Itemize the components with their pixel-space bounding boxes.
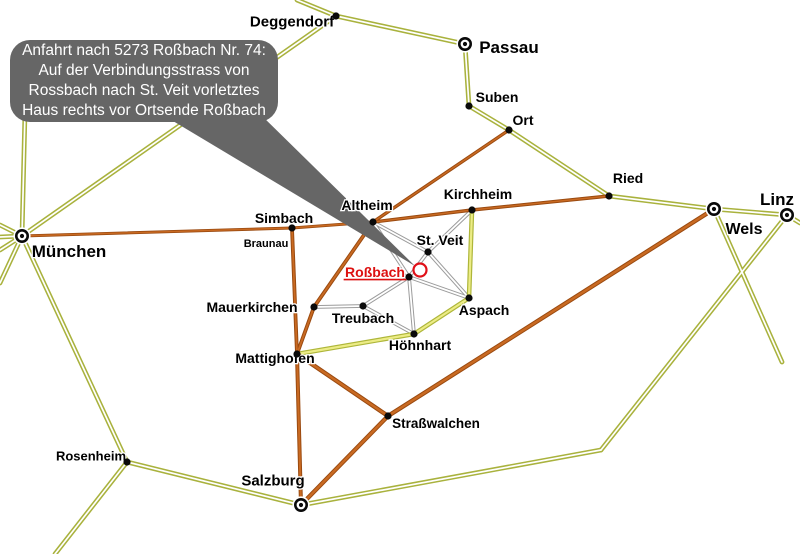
road xyxy=(54,461,128,554)
road xyxy=(468,105,510,131)
road xyxy=(372,129,510,223)
callout-directions: Anfahrt nach 5273 Roßbach Nr. 74: Auf de… xyxy=(10,40,278,122)
town-label-linz: Linz xyxy=(760,190,794,209)
road xyxy=(713,208,783,363)
road xyxy=(21,111,26,237)
town-label-st-veit: St. Veit xyxy=(417,232,464,248)
town-marker-suben xyxy=(465,102,473,110)
road xyxy=(386,207,716,418)
destination-highlight-circle xyxy=(412,262,428,278)
town-marker-kirchheim xyxy=(468,206,476,214)
town-marker-h-hnhart xyxy=(410,330,418,338)
road xyxy=(608,195,715,210)
town-label-suben: Suben xyxy=(476,89,519,105)
town-marker-aspach xyxy=(465,294,473,302)
road xyxy=(427,209,473,253)
town-marker-simbach xyxy=(288,224,296,232)
town-marker-treubach xyxy=(359,302,367,310)
callout-line-2: Auf der Verbindungsstrass von xyxy=(38,62,250,79)
road xyxy=(21,227,293,237)
town-marker-ro-bach xyxy=(405,273,413,281)
road xyxy=(21,235,128,463)
town-label-salzburg: Salzburg xyxy=(241,472,304,489)
road xyxy=(362,305,415,335)
town-label-simbach: Simbach xyxy=(255,210,313,226)
town-label-wels: Wels xyxy=(725,221,762,238)
town-label-rosenheim: Rosenheim xyxy=(56,449,126,464)
town-label-stra-walchen: Straßwalchen xyxy=(392,416,480,431)
town-label-mattighofen: Mattighofen xyxy=(235,350,314,366)
road xyxy=(372,209,473,223)
road xyxy=(362,276,410,307)
road xyxy=(300,449,602,506)
road xyxy=(412,296,471,336)
town-label-kirchheim: Kirchheim xyxy=(444,186,512,202)
town-marker-altheim xyxy=(369,218,377,226)
road xyxy=(0,235,23,284)
town-label-braunau: Braunau xyxy=(244,238,289,250)
callout-line-3: Rossbach nach St. Veit vorletztes xyxy=(28,82,260,99)
town-label-deggendorf: Deggendorf xyxy=(250,13,335,30)
road xyxy=(508,129,610,197)
callout-tail xyxy=(168,112,415,266)
town-label-h-hnhart: Höhnhart xyxy=(389,337,452,353)
road xyxy=(335,15,466,45)
town-marker-mattighofen xyxy=(293,350,301,358)
road xyxy=(408,276,415,335)
road xyxy=(408,276,470,299)
road xyxy=(467,208,474,300)
road xyxy=(471,195,610,211)
town-label-m-nchen: München xyxy=(32,242,107,261)
town-label-ro-bach: Roßbach xyxy=(345,264,405,280)
road xyxy=(295,332,416,356)
callout-line-1: Anfahrt nach 5273 Roßbach Nr. 74: xyxy=(22,42,266,59)
road xyxy=(313,221,374,308)
town-label-passau: Passau xyxy=(479,38,539,57)
road xyxy=(126,461,302,506)
town-marker-ort xyxy=(505,126,513,134)
town-marker-rosenheim xyxy=(123,458,131,466)
road xyxy=(296,353,302,506)
town-label-ort: Ort xyxy=(513,112,534,128)
town-marker-m-nchen xyxy=(19,233,25,239)
road xyxy=(464,43,470,107)
road xyxy=(291,227,298,355)
town-label-altheim: Altheim xyxy=(341,197,392,213)
town-marker-deggendorf xyxy=(332,12,340,20)
town-marker-linz xyxy=(784,212,790,218)
town-label-aspach: Aspach xyxy=(459,302,510,318)
town-marker-salzburg xyxy=(298,502,304,508)
town-marker-ried xyxy=(605,192,613,200)
road xyxy=(427,251,470,299)
town-label-mauerkirchen: Mauerkirchen xyxy=(206,299,297,315)
road xyxy=(313,305,364,308)
road xyxy=(600,214,788,451)
town-marker-mauerkirchen xyxy=(310,303,318,311)
town-label-ried: Ried xyxy=(613,170,643,186)
callout-line-4: Haus rechts vor Ortsende Roßbach xyxy=(22,102,266,119)
road xyxy=(713,208,788,216)
road xyxy=(372,221,429,253)
town-marker-passau xyxy=(462,41,468,47)
town-marker-st-veit xyxy=(424,248,432,256)
town-marker-wels xyxy=(711,206,717,212)
town-marker-stra-walchen xyxy=(384,412,392,420)
road xyxy=(21,15,337,237)
road xyxy=(296,306,315,355)
road xyxy=(296,0,337,17)
road xyxy=(295,352,390,418)
town-label-treubach: Treubach xyxy=(332,310,394,326)
road xyxy=(299,414,390,507)
